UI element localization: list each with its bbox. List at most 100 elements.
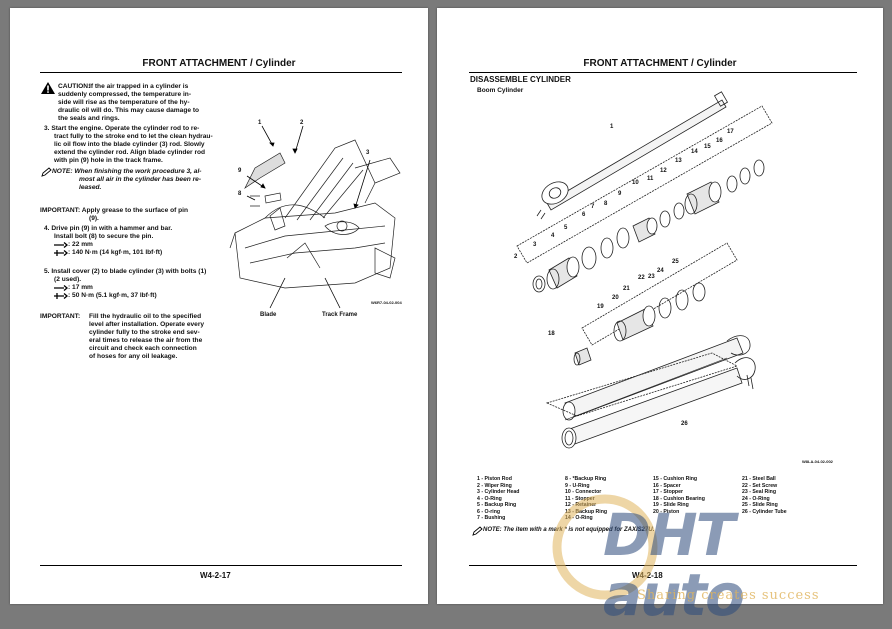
part-label-25: 25 [672,259,679,265]
part-label-17: 17 [727,129,734,135]
blade-cylinder-figure [229,125,401,309]
part-label-15: 15 [704,144,711,150]
part-label-21: 21 [623,286,630,292]
part-label-7: 7 [591,204,595,210]
note-pencil-icon [472,526,483,536]
fig-code: W6R7-04-02-004 [371,300,402,305]
caution-icon [41,82,55,94]
header-rule [40,72,402,73]
caution-line-3: side will rise as the temperature of the… [58,99,190,106]
watermark-logo-text: DHT auto [603,501,745,629]
legend-item: 3 - Cylinder Head [477,489,520,495]
part-label-1: 1 [610,124,614,130]
legend-item: 17 - Stopper [653,489,683,495]
fig-label-8: 8 [238,191,242,197]
footer-rule [40,565,402,566]
header-rule [469,72,857,73]
note-pencil-icon [41,167,52,177]
step3-line-3: lic oil flow into the blade cylinder (3)… [54,141,205,148]
watermark: DHT auto Sharing creates success [545,494,890,625]
legend-item: 5 - Backup Ring [477,502,517,508]
caution-line-4: draulic oil will do. This may cause dama… [58,107,200,114]
step4-wrench-size: : 22 mm [68,241,93,248]
fig-label-blade: Blade [260,312,277,318]
fig-code: W8LA-04-02-002 [802,459,833,464]
section-title: DISASSEMBLE CYLINDER [470,75,571,84]
legend-item: 22 - Set Screw [742,482,778,489]
important2-line-4: eral times to release the air from the [89,337,203,344]
fig-label-1: 1 [258,120,262,126]
important2-line-1: Fill the hydraulic oil to the specified [89,313,202,320]
legend-item: 9 - U-Ring [565,482,590,489]
torque-wrench-icon [54,250,69,256]
step5-wrench-size: : 17 mm [68,284,93,291]
part-label-13: 13 [675,158,682,164]
important2-line-5: circuit and check each connection [89,345,197,352]
wrench-icon [54,285,69,291]
legend-item: 21 - Steel Ball [742,476,776,482]
caution-line-5: the seals and rings. [58,115,120,122]
legend-item: 6 - O-ring [477,508,501,515]
legend-item: 20 - Piston [653,508,680,515]
step3-line-5: with pin (9) hole in the track frame. [54,157,163,164]
watermark-tagline: Sharing creates success [637,588,820,603]
step3-line-2: tract fully to the stroke end to let the… [54,133,213,140]
exploded-view-figure [516,91,773,421]
watermark-logo-icon [552,494,658,600]
fig-label-track-frame: Track Frame [322,312,358,318]
part-label-24: 24 [657,268,664,274]
part-label-2: 2 [514,254,518,260]
legend-item: 10 - Connector [565,489,602,495]
subsection-title: Boom Cylinder [477,87,524,94]
legend-item: 1 - Piston Rod [477,476,512,482]
step3-line-4: extend the cylinder rod. Align blade cyl… [54,149,206,156]
legend-column-1: 1 - Piston Rod 2 - Wiper Ring 3 - Cylind… [477,476,519,522]
fig-label-9: 9 [238,168,242,174]
part-label-19: 19 [597,304,604,310]
legend-column-3: 15 - Cushion Ring 16 - Spacer 17 - Stopp… [653,476,705,515]
part-label-20: 20 [612,295,619,301]
right-page: FRONT ATTACHMENT / Cylinder DISASSEMBLE … [437,8,883,604]
legend-column-4: 21 - Steel Ball 22 - Set Screw 23 - Seal… [742,476,787,515]
caution-line-1: If the air trapped in a cylinder is [89,83,189,90]
legend-item: 4 - O-Ring [477,495,502,502]
part-label-3: 3 [533,242,537,248]
torque-wrench-icon [54,293,69,299]
step5-line-2: (2 used). [54,276,82,283]
footer-rule [469,565,857,566]
part-label-9: 9 [618,191,622,197]
left-page-title: FRONT ATTACHMENT / Cylinder [142,58,296,69]
part-label-6: 6 [582,212,586,218]
important1-line-2: (9). [89,215,99,222]
part-label-11: 11 [647,176,654,182]
note-line-3: leased. [79,184,102,191]
part-label-8: 8 [604,201,608,207]
important2-line-6: of hoses for any oil leakage. [89,353,178,360]
caution-label: CAUTION: [58,83,91,90]
important2-line-3: cylinder fully to the stroke end sev- [89,329,200,336]
step5-line-1: 5. Install cover (2) to blade cylinder (… [44,268,207,275]
legend-item: 7 - Bushing [477,515,506,521]
step4-line-2: Install bolt (8) to secure the pin. [54,233,154,240]
step3-line-1: 3. Start the engine. Operate the cylinde… [44,125,200,132]
legend-item: 8 - *Backup Ring [565,476,607,482]
legend-item: 15 - Cushion Ring [653,476,698,482]
part-label-12: 12 [660,168,667,174]
legend-item: 23 - Seal Ring [742,489,777,495]
legend-item: 19 - Slide Ring [653,502,689,508]
note-line-2: most all air in the cylinder has been re… [79,176,202,183]
part-label-5: 5 [564,225,568,231]
cylinder-tube-drawing [545,352,756,449]
fig-label-3: 3 [366,150,370,156]
legend-item: 26 - Cylinder Tube [742,508,787,515]
important1-line-1: IMPORTANT: Apply grease to the surface o… [40,207,189,214]
left-page: FRONT ATTACHMENT / Cylinder CAUTION: If … [10,8,428,604]
caution-line-2: suddenly compressed, the temperature in- [58,91,192,98]
part-label-23: 23 [648,274,655,280]
step4-line-1: 4. Drive pin (9) in with a hammer and ba… [44,225,173,232]
part-label-4: 4 [551,233,555,239]
part-label-18: 18 [548,331,555,337]
fig-label-2: 2 [300,120,304,126]
part-label-10: 10 [632,180,639,186]
part-label-22: 22 [638,275,645,281]
